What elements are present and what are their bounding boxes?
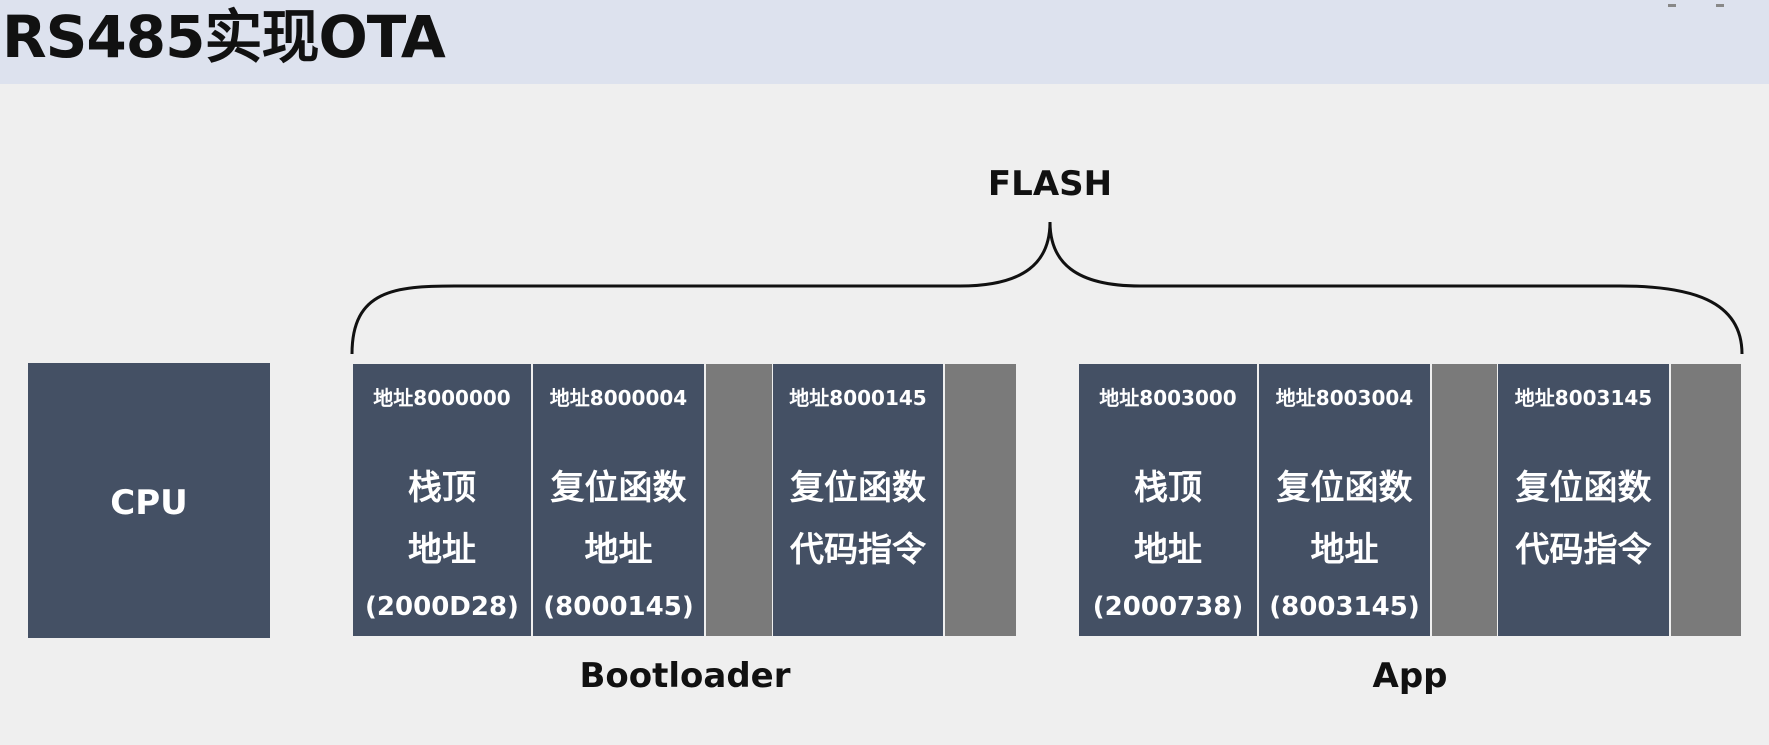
app-gap-block: [1432, 364, 1497, 636]
bootloader-stack-top-cell: 地址8000000 栈顶 地址 (2000D28): [353, 364, 531, 636]
cell-line2: 地址: [1134, 530, 1202, 570]
app-stack-top-cell: 地址8003000 栈顶 地址 (2000738): [1079, 364, 1257, 636]
cell-line2: 代码指令: [790, 530, 926, 570]
cell-line2: 地址: [408, 530, 476, 570]
bootloader-reset-address-cell: 地址8000004 复位函数 地址 (8000145): [533, 364, 704, 636]
cell-address: 地址8003000: [1099, 386, 1237, 410]
cell-address: 地址8000004: [549, 386, 688, 410]
bootloader-reset-code-cell: 地址8000145 复位函数 代码指令: [773, 364, 943, 636]
cell-address: 地址8000145: [789, 386, 927, 410]
cell-line2: 地址: [1310, 530, 1379, 570]
bootloader-gap-block: [706, 364, 772, 636]
header-bar: RS485实现OTA: [0, 0, 1769, 84]
cell-value: (8000145): [543, 592, 694, 622]
cell-address: 地址8003004: [1275, 386, 1414, 410]
bootloader-label: Bootloader: [579, 656, 791, 696]
cell-line1: 栈顶: [408, 468, 476, 508]
cell-value: (2000D28): [365, 592, 519, 622]
cell-address: 地址8003145: [1514, 386, 1653, 410]
window-mark-right: [1716, 4, 1724, 7]
bootloader-end-gap-block: [945, 364, 1016, 636]
cpu-label: CPU: [110, 483, 188, 523]
cell-line1: 复位函数: [550, 468, 687, 508]
cell-line1: 复位函数: [1515, 468, 1652, 508]
cell-address: 地址8000000: [373, 386, 511, 410]
flash-label: FLASH: [987, 164, 1113, 204]
window-mark-left: [1668, 4, 1676, 7]
page-title: RS485实现OTA: [2, 3, 446, 71]
cell-line1: 复位函数: [790, 468, 926, 508]
app-label: App: [1372, 656, 1448, 696]
cell-line1: 栈顶: [1134, 468, 1202, 508]
cell-line2: 地址: [584, 530, 653, 570]
app-reset-address-cell: 地址8003004 复位函数 地址 (8003145): [1259, 364, 1430, 636]
cell-line2: 代码指令: [1515, 530, 1652, 570]
cell-value: (8003145): [1269, 592, 1420, 622]
cell-value: (2000738): [1092, 592, 1244, 622]
cpu-block: CPU: [28, 363, 270, 638]
app-reset-code-cell: 地址8003145 复位函数 代码指令: [1498, 364, 1669, 636]
cell-line1: 复位函数: [1276, 468, 1413, 508]
app-end-gap-block: [1671, 364, 1741, 636]
